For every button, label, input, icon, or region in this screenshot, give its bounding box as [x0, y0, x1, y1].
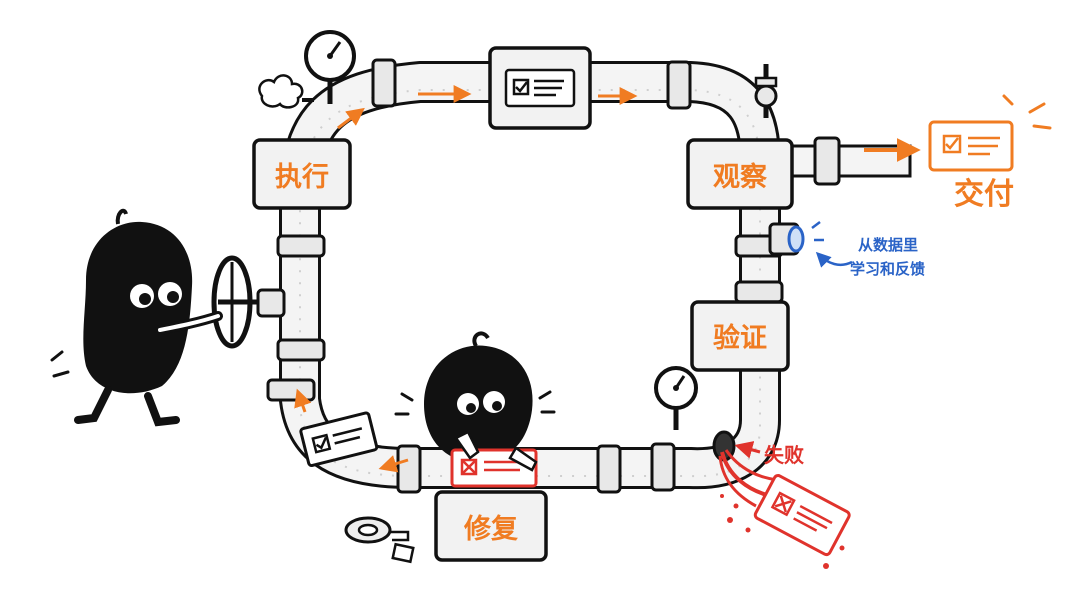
deliver-label: 交付 [954, 177, 1014, 212]
pressure-gauge-icon [654, 366, 698, 430]
broken-card-icon [753, 474, 851, 557]
stage-label-fix: 修复 [463, 514, 519, 545]
fail-label: 失败 [764, 443, 804, 467]
stage-box-observe: 观察 [686, 138, 794, 210]
sparkle-lines [1002, 94, 1052, 130]
flow-arrows [294, 85, 921, 473]
stage-label-observe: 观察 [713, 161, 768, 193]
checklist-card-icon [299, 411, 379, 468]
checklist-panel-top [488, 46, 592, 130]
droplets [720, 494, 845, 569]
deliver-checklist-icon [942, 134, 1000, 156]
learn-label-line1: 从数据里 [858, 236, 918, 254]
character-operator [50, 208, 223, 427]
checklist-card-icon [504, 68, 576, 108]
stage-box-fix: 修复 [434, 490, 548, 562]
character-fixer [394, 331, 556, 488]
learn-label-line2: 学习和反馈 [850, 260, 925, 278]
vent-valve-icon [754, 64, 778, 118]
failure-leak: 失败 [712, 430, 851, 569]
pressure-gauge-icon [304, 30, 356, 104]
stage-box-verify: 验证 [690, 300, 790, 372]
stage-box-execute: 执行 [252, 138, 352, 210]
tape-roll-icon [344, 516, 415, 564]
exit-pipe [778, 136, 912, 186]
deliver-output: 交付 [928, 94, 1052, 212]
lens-sensor-icon [768, 221, 824, 256]
steam-puff-icon [258, 74, 314, 109]
valve-wheel-icon [211, 255, 286, 349]
stage-label-execute: 执行 [275, 161, 329, 193]
pipe-couplings [266, 58, 784, 494]
stage-label-verify: 验证 [713, 322, 767, 354]
